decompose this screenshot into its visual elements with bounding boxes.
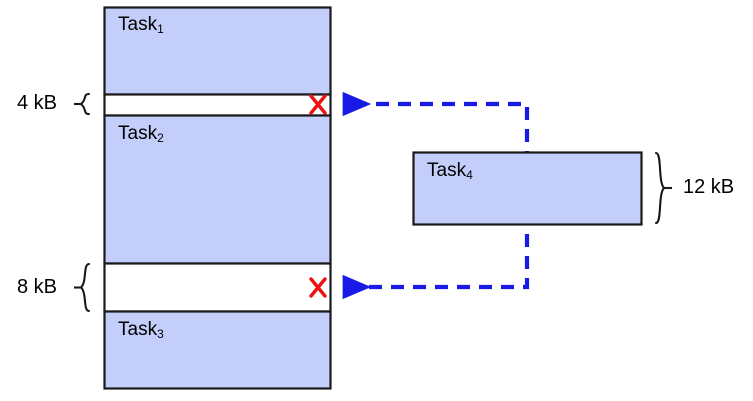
memory-hole-4kb xyxy=(103,93,332,117)
memory-block-task1 xyxy=(103,6,332,96)
memory-block-task2 xyxy=(103,114,332,265)
incoming-task-block xyxy=(412,151,643,226)
brace-8kb xyxy=(79,262,91,313)
size-label-8kb: 8 kB xyxy=(17,276,58,298)
memory-block-task3 xyxy=(103,310,332,390)
arrow-to-8kb-hole xyxy=(342,212,530,300)
memory-block-task1-label: Task1 xyxy=(118,14,164,36)
memory-column xyxy=(103,6,332,390)
brace-12kb xyxy=(654,151,666,225)
arrow-to-4kb-hole xyxy=(342,91,530,164)
incoming-task-label: Task4 xyxy=(427,160,473,182)
size-label-4kb: 4 kB xyxy=(17,92,58,114)
size-label-12kb: 12 kB xyxy=(683,176,735,198)
reject-cross-4kb xyxy=(309,94,327,115)
memory-hole-8kb xyxy=(103,262,332,313)
memory-block-task2-label: Task2 xyxy=(118,123,164,145)
memory-block-task3-label: Task3 xyxy=(118,319,164,341)
reject-cross-8kb xyxy=(309,277,327,298)
brace-4kb xyxy=(79,92,91,116)
